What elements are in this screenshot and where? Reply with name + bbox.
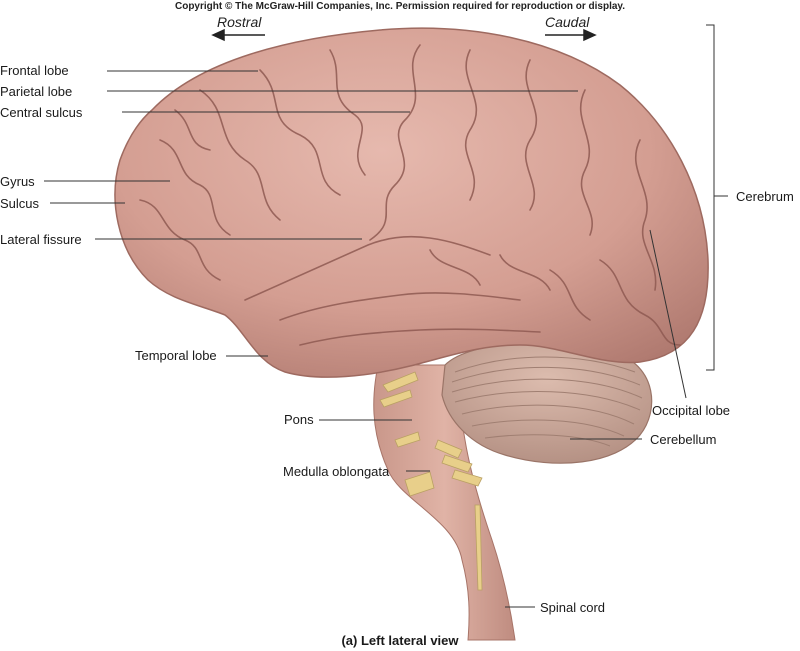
occipital-lobe-label: Occipital lobe (652, 403, 731, 418)
frontal-lobe-label: Frontal lobe (0, 63, 69, 78)
cranial-nerves (379, 371, 483, 591)
cerebellum-folia (451, 356, 643, 447)
sulci-pattern (139, 44, 681, 346)
rostral-label: Rostral (217, 14, 262, 30)
caudal-label: Caudal (545, 14, 590, 30)
leader-lines (44, 70, 687, 608)
sulcus-label: Sulcus (0, 196, 40, 211)
medulla-oblongata-label: Medulla oblongata (283, 464, 390, 479)
rostral-arrow (211, 28, 265, 42)
central-sulcus-label: Central sulcus (0, 105, 83, 120)
lateral-fissure-label: Lateral fissure (0, 232, 82, 247)
spinal-cord-label: Spinal cord (540, 600, 606, 615)
figure-caption: (a) Left lateral view (341, 633, 459, 648)
caudal-arrow (545, 28, 597, 42)
pons-label: Pons (284, 412, 314, 427)
leader-occipital (649, 229, 687, 399)
cerebrum-bracket (706, 24, 728, 371)
gyrus-label: Gyrus (0, 174, 35, 189)
temporal-lobe-label: Temporal lobe (135, 348, 217, 363)
copyright-notice: Copyright © The McGraw-Hill Companies, I… (174, 1, 626, 12)
cerebellum-label: Cerebellum (650, 432, 717, 447)
cerebrum-shape (114, 27, 709, 378)
cerebrum-label: Cerebrum (736, 189, 794, 204)
parietal-lobe-label: Parietal lobe (0, 84, 73, 99)
